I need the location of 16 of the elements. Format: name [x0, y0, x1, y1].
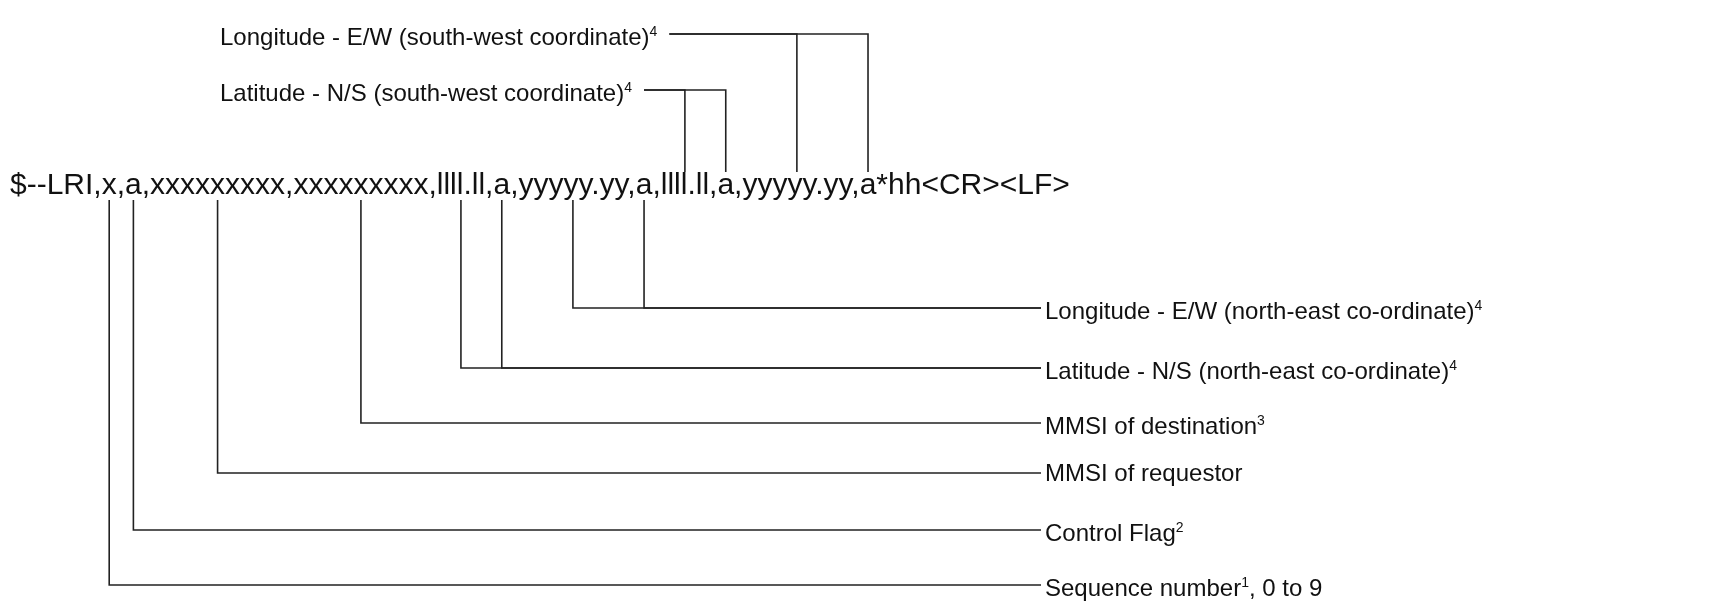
field-description: Latitude - N/S (south-west coordinate)$^{4}$ [220, 73, 632, 107]
field-description: MMSI of requestor [1045, 459, 1243, 487]
leader-line [108, 199, 1042, 586]
leader-line [668, 33, 869, 173]
leader-line [216, 199, 1042, 474]
leader-line [643, 199, 1042, 309]
field-description: MMSI of destination$^{3}$ [1045, 406, 1265, 440]
field-description: Latitude - N/S (north-east co-ordinate)$^{4}$ [1045, 351, 1457, 385]
leader-line [360, 199, 1042, 424]
field-description: Longitude - E/W (south-west coordinate)$^{4}$ [220, 17, 658, 51]
field-description: Longitude - E/W (north-east co-ordinate)$^{4}$ [1045, 291, 1483, 325]
leader-line [132, 199, 1042, 531]
field-description: Sequence number$^{1}$, 0 to 9 [1045, 568, 1323, 602]
field-description: Control Flag$^{2}$ [1045, 513, 1184, 547]
sentence-format: $--LRI,x,a,xxxxxxxxx,xxxxxxxxx,llll.ll,a,yyyyy.yy,a,llll.ll,a,yyyyy.yy,a*hh<CR><LF> [10, 166, 1070, 202]
leader-line [643, 89, 727, 173]
